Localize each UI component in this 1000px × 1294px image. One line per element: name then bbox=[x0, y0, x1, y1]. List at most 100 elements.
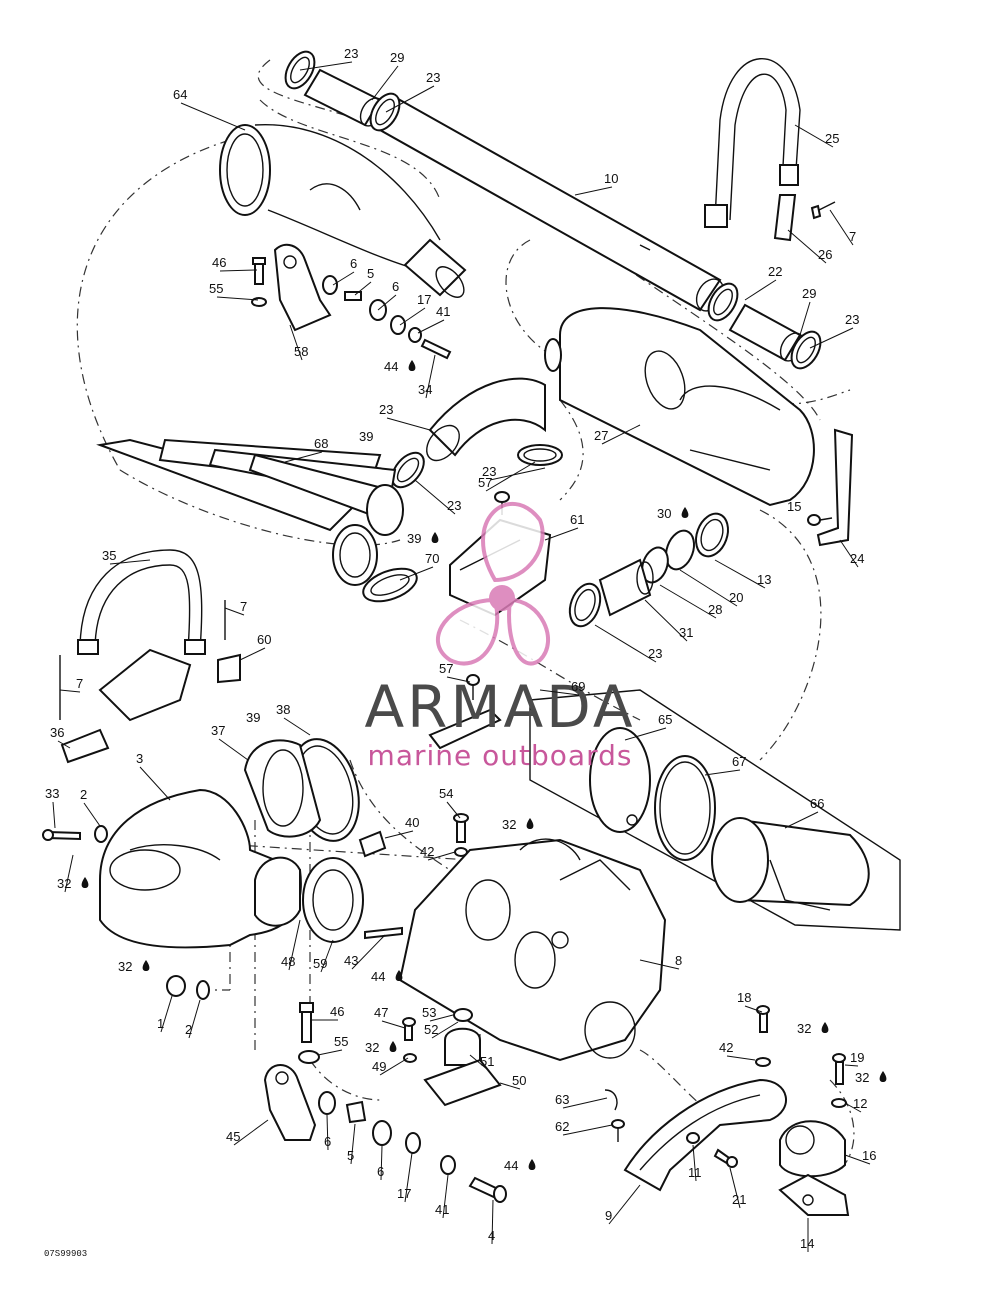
callout-leader bbox=[233, 1119, 269, 1146]
callout-leader bbox=[425, 354, 436, 399]
bracket-60 bbox=[217, 653, 241, 684]
washers-17-41-top bbox=[390, 315, 422, 343]
mount-bracket-45 bbox=[263, 1064, 317, 1141]
washer-49 bbox=[403, 1053, 417, 1063]
callout-leader bbox=[704, 769, 741, 776]
clamp-63 bbox=[604, 1089, 618, 1111]
flange-37 bbox=[243, 739, 322, 838]
callout-number: 26 bbox=[818, 247, 832, 262]
ring-28 bbox=[641, 546, 669, 584]
callout-leader bbox=[784, 811, 819, 829]
callout-leader bbox=[332, 271, 355, 286]
callout-number: 43 bbox=[344, 953, 358, 968]
clamp-23-right-b bbox=[790, 330, 822, 370]
washer-2-top bbox=[94, 825, 108, 843]
sealant-drop-icon bbox=[879, 1071, 887, 1082]
bolt-46-bottom bbox=[299, 1002, 314, 1043]
callout-number: 41 bbox=[435, 1202, 449, 1217]
callout-number: 39 bbox=[359, 429, 373, 444]
callout-leader bbox=[799, 301, 811, 336]
bolt-54 bbox=[453, 813, 469, 843]
callout-number: 37 bbox=[211, 723, 225, 738]
muffler-box-outline bbox=[529, 689, 901, 931]
callout-number: 48 bbox=[281, 954, 295, 969]
callout-number: 35 bbox=[102, 548, 116, 563]
callout-number: 32 bbox=[502, 817, 516, 832]
adapter-plate-48 bbox=[254, 856, 301, 927]
callout-number: 2 bbox=[80, 787, 87, 802]
callout-number: 47 bbox=[374, 1005, 388, 1020]
callout-number: 7 bbox=[240, 599, 247, 614]
callout-leader bbox=[562, 1097, 608, 1109]
callout-number: 39 bbox=[407, 531, 421, 546]
callout-number: 70 bbox=[425, 551, 439, 566]
gasket-67 bbox=[654, 755, 716, 861]
callout-number: 21 bbox=[732, 1192, 746, 1207]
callout-number: 57 bbox=[439, 661, 453, 676]
engine-8 bbox=[398, 838, 667, 1062]
callout-number: 34 bbox=[418, 382, 432, 397]
screw-21 bbox=[713, 1148, 738, 1168]
washer-11 bbox=[686, 1132, 700, 1144]
callout-leader bbox=[377, 294, 397, 311]
callout-number: 5 bbox=[367, 266, 374, 281]
callout-number: 5 bbox=[347, 1148, 354, 1163]
callout-number: 32 bbox=[855, 1070, 869, 1085]
plate-56 bbox=[428, 708, 502, 750]
callout-number: 57 bbox=[478, 475, 492, 490]
clamp-23-middle bbox=[517, 444, 563, 466]
bolt-18 bbox=[756, 1005, 770, 1033]
callout-number: 19 bbox=[850, 1050, 864, 1065]
sealant-drop-icon bbox=[389, 1041, 397, 1052]
callout-number: 67 bbox=[732, 754, 746, 769]
callout-leader bbox=[485, 461, 536, 492]
callout-leader bbox=[729, 1167, 741, 1209]
callout-number: 29 bbox=[390, 50, 404, 65]
callout-leader bbox=[679, 569, 738, 607]
callout-leader bbox=[288, 919, 301, 971]
callout-number: 42 bbox=[420, 844, 434, 859]
washer-55-top bbox=[251, 297, 267, 307]
sealant-drop-icon bbox=[528, 1159, 536, 1170]
washer-55-bottom bbox=[298, 1050, 320, 1064]
callout-number: 59 bbox=[313, 956, 327, 971]
callout-leader bbox=[64, 854, 74, 893]
callout-leader bbox=[491, 1199, 494, 1245]
callout-leader bbox=[380, 1145, 383, 1181]
callout-number: 28 bbox=[708, 602, 722, 617]
callout-number: 29 bbox=[802, 286, 816, 301]
strap-35 bbox=[77, 549, 206, 655]
callout-leader bbox=[446, 676, 471, 683]
callout-number: 23 bbox=[447, 498, 461, 513]
callout-leader bbox=[744, 279, 777, 301]
callout-leader bbox=[714, 559, 766, 589]
callout-number: 38 bbox=[276, 702, 290, 717]
callout-number: 55 bbox=[334, 1034, 348, 1049]
callout-number: 61 bbox=[570, 512, 584, 527]
propeller-logo-icon bbox=[436, 501, 551, 666]
callout-leader bbox=[299, 61, 353, 71]
clamp-13 bbox=[695, 512, 729, 558]
callout-number: 30 bbox=[657, 506, 671, 521]
callout-number: 44 bbox=[371, 969, 385, 984]
callout-number: 33 bbox=[45, 786, 59, 801]
callout-number: 17 bbox=[397, 1186, 411, 1201]
washer-12 bbox=[831, 1098, 847, 1108]
callout-number: 7 bbox=[76, 676, 83, 691]
bracket-24 bbox=[816, 428, 854, 547]
callout-number: 11 bbox=[688, 1165, 702, 1180]
callout-leader bbox=[371, 65, 399, 101]
callout-leader bbox=[180, 102, 246, 131]
callout-number: 63 bbox=[555, 1092, 569, 1107]
bracket-16 bbox=[779, 1120, 846, 1178]
exhaust-manifold-68 bbox=[96, 438, 404, 586]
callout-number: 20 bbox=[729, 590, 743, 605]
callout-number: 23 bbox=[845, 312, 859, 327]
callout-leader bbox=[539, 689, 580, 696]
watermark-tagline: marine outboards bbox=[368, 739, 633, 772]
ring-20 bbox=[664, 529, 696, 571]
callout-leader bbox=[83, 802, 101, 827]
callout-number: 1 bbox=[157, 1016, 164, 1031]
callout-number: 46 bbox=[330, 1004, 344, 1019]
callout-number: 44 bbox=[384, 359, 398, 374]
